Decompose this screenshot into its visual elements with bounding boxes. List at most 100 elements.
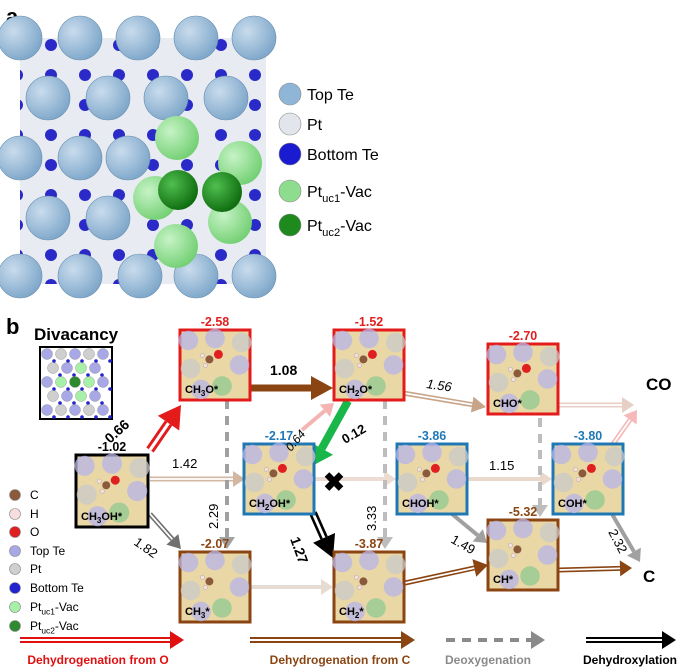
energy-ch3o: -2.58 <box>201 315 230 329</box>
reaction-arrows <box>146 376 641 595</box>
state-label-ch2oh: CH2OH* <box>249 498 291 512</box>
blocked-step-mark: ✖ <box>323 467 345 497</box>
top-te-atom <box>105 135 151 181</box>
energy-choh: -3.86 <box>418 429 447 443</box>
pathway-legend: Dehydrogenation from O Dehydrogenation fr… <box>20 631 677 667</box>
energy-ch2: -3.87 <box>355 537 384 551</box>
legend-arrow-2 <box>446 631 545 649</box>
barrier-ch2oh-ch2: 1.27 <box>287 535 311 566</box>
arrow-ch2oh-ch2o <box>300 403 334 432</box>
energy-ch3: -2.07 <box>201 537 230 551</box>
barrier-coh-c: 2.32 <box>605 526 630 555</box>
atom-legend-label-6: Ptuc1-Vac <box>30 600 79 617</box>
atom-legend-label-7: Ptuc2-Vac <box>30 619 79 636</box>
arrow-ch2o-ch2oh <box>310 399 352 466</box>
atom-legend-swatch-0 <box>9 489 21 501</box>
legend-a-label-3: Ptuc1-Vac <box>307 184 372 205</box>
atom-legend-swatch-5 <box>9 582 21 594</box>
arrow-ch3-ch2 <box>250 579 333 595</box>
atom-legend-swatch-1 <box>9 508 21 520</box>
atom-legend-label-4: Pt <box>30 562 42 576</box>
state-tile-ch3oh: CH3OH* -1.02 <box>74 440 150 529</box>
arrow-cho-co <box>557 397 634 413</box>
state-label-choh: CHOH* <box>402 498 439 510</box>
legend-arrow-3 <box>586 631 676 649</box>
arrow-ch3o-ch2o <box>250 376 333 400</box>
atom-legend-label-2: O <box>30 525 39 539</box>
arrow-ch2o-cho <box>402 390 486 413</box>
pathway-legend-label-0: Dehydrogenation from O <box>27 653 168 667</box>
legend-swatch-1 <box>278 112 302 136</box>
divacancy-thumbnail <box>39 346 113 420</box>
top-te-atom <box>0 135 43 181</box>
state-label-ch3oh: CH3OH* <box>81 511 123 525</box>
legend-arrow-1 <box>250 631 415 649</box>
divacancy-title: Divacancy <box>34 325 119 344</box>
energy-ch3oh: -1.02 <box>98 440 127 454</box>
arrow-cho-ch <box>532 402 548 517</box>
panel-b-label: b <box>6 314 19 339</box>
arrow-coh-c <box>610 512 641 562</box>
legend-swatch-2 <box>278 142 302 166</box>
arrow-coh-co <box>610 410 637 446</box>
top-te-atom <box>173 15 219 61</box>
arrow-choh-coh <box>467 471 552 487</box>
product-co: CO <box>646 375 672 394</box>
barrier-ch3o-ch2o: 1.08 <box>270 362 297 378</box>
state-tile-ch3o: CH3O* -2.58 <box>178 315 252 402</box>
state-label-ch3o: CH3O* <box>185 384 219 398</box>
arrow-ch3o-ch3 <box>219 400 235 549</box>
arrow-ch2o-ch2 <box>377 400 393 549</box>
state-label-ch3: CH3* <box>185 606 210 620</box>
barrier-ch3oh-ch2oh: 1.42 <box>172 456 197 471</box>
arrow-ch3oh-ch3 <box>148 512 181 549</box>
legend-swatch-3 <box>278 179 302 203</box>
top-te-atom <box>231 15 277 61</box>
state-label-ch2o: CH2O* <box>339 384 373 398</box>
legend-arrow-0 <box>20 631 184 649</box>
barrier-ch2o-ch2oh: 0.12 <box>339 421 368 447</box>
arrow-ch3oh-ch2oh <box>150 471 245 487</box>
legend-a-label-4: Ptuc2-Vac <box>307 218 372 239</box>
barrier-ch3oh-ch3: 1.82 <box>131 534 160 561</box>
top-te-atom <box>57 253 103 299</box>
state-label-coh: COH* <box>558 498 587 510</box>
atom-legend-swatch-6 <box>9 601 21 613</box>
top-te-atom <box>117 253 163 299</box>
legend-a-label-1: Pt <box>307 117 323 134</box>
atom-legend-swatch-2 <box>9 526 21 538</box>
barrier-ch2o-ch2: 3.33 <box>364 506 379 531</box>
top-te-atom <box>231 253 277 299</box>
legend-a-label-0: Top Te <box>307 87 354 104</box>
energy-ch: -5.32 <box>509 505 538 519</box>
barrier-choh-coh: 1.15 <box>489 458 514 473</box>
state-tile-ch2: CH2* -3.87 <box>332 537 406 624</box>
atom-legend-label-0: C <box>30 488 39 502</box>
top-te-atom <box>0 253 43 299</box>
legend-swatch-4 <box>278 213 302 237</box>
energy-ch2oh: -2.17 <box>265 429 294 443</box>
barrier-choh-ch: 1.49 <box>449 532 478 558</box>
arrow-choh-ch <box>450 512 487 543</box>
atom-legend-label-3: Top Te <box>30 544 65 558</box>
energy-coh: -3.80 <box>574 429 603 443</box>
barrier-ch3o-ch3: 2.29 <box>206 504 221 529</box>
top-te-atom <box>85 75 131 121</box>
legend-swatch-0 <box>278 82 302 106</box>
top-te-atom <box>85 195 131 241</box>
top-te-atom <box>57 15 103 61</box>
top-te-atom <box>57 135 103 181</box>
pathway-legend-label-2: Deoxygenation <box>445 653 531 667</box>
energy-ch2o: -1.52 <box>355 315 384 329</box>
atom-legend-swatch-3 <box>9 545 21 557</box>
atom-legend-swatch-4 <box>9 563 21 575</box>
arrow-ch3oh-ch3o <box>146 405 181 453</box>
atom-legend-label-1: H <box>30 507 39 521</box>
state-label-ch2: CH2* <box>339 606 364 620</box>
arrow-ch2oh-ch2 <box>309 511 336 558</box>
pathway-legend-label-1: Dehydrogenation from C <box>270 653 411 667</box>
top-te-atom <box>25 75 71 121</box>
top-te-atom <box>25 195 71 241</box>
